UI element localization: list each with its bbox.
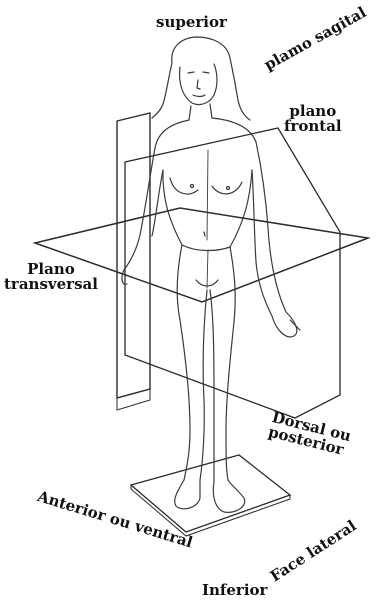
label-transverse-plane: Plano transversal [4, 262, 98, 293]
base-platform [131, 455, 290, 532]
sagittal-plane [117, 113, 150, 398]
frontal-plane [125, 128, 340, 418]
label-transverse-plane-line2: transversal [4, 277, 98, 292]
label-superior: superior [156, 15, 227, 30]
label-frontal-plane: plano frontal [284, 104, 342, 135]
label-inferior: Inferior [202, 583, 267, 598]
label-frontal-plane-line2: frontal [284, 119, 342, 134]
